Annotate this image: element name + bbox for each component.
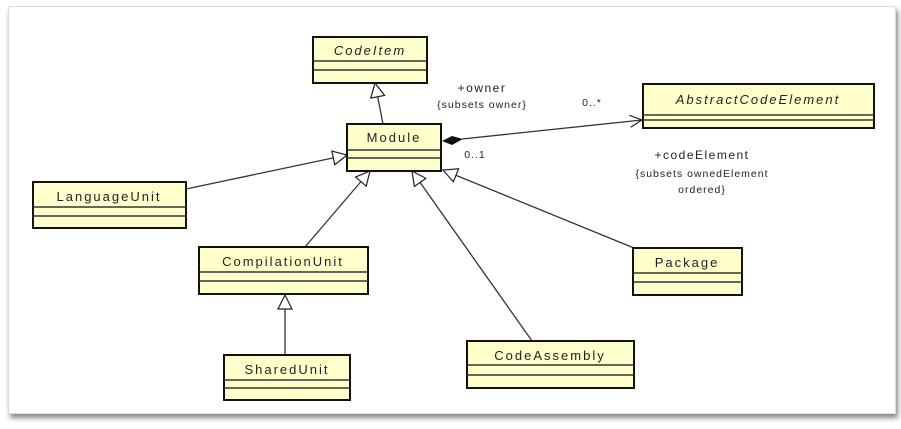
- class-package[interactable]: Package: [632, 247, 743, 296]
- class-name: Module: [367, 130, 422, 145]
- generalization-compilationunit-module: [304, 171, 370, 248]
- class-name: Package: [655, 255, 720, 270]
- class-code-item[interactable]: CodeItem: [312, 36, 428, 84]
- class-abstract-code-element[interactable]: AbstractCodeElement: [642, 83, 875, 129]
- class-compilation-unit[interactable]: CompilationUnit: [198, 246, 369, 295]
- element-constraint-line2: ordered}: [678, 184, 726, 196]
- composition-module-abstractcodeelement: [461, 120, 642, 140]
- class-language-unit[interactable]: LanguageUnit: [32, 181, 187, 229]
- class-code-assembly[interactable]: CodeAssembly: [466, 340, 635, 389]
- composition-diamond-icon: [442, 136, 463, 145]
- class-name: LanguageUnit: [57, 189, 162, 204]
- class-name: CodeAssembly: [494, 348, 605, 363]
- generalization-codeassembly-module: [412, 171, 533, 342]
- class-shared-unit[interactable]: SharedUnit: [223, 354, 351, 401]
- generalization-languageunit-module: [185, 155, 347, 190]
- element-role-label: +codeElement: [654, 148, 749, 162]
- class-name: SharedUnit: [244, 362, 329, 377]
- element-constraint-line1: {subsets ownedElement: [635, 168, 768, 180]
- owner-constraint-label: {subsets owner}: [437, 99, 527, 111]
- class-name: CodeItem: [334, 43, 406, 58]
- element-multiplicity-label: 0..*: [582, 97, 602, 109]
- class-name: CompilationUnit: [222, 254, 344, 269]
- class-name: AbstractCodeElement: [675, 92, 840, 107]
- generalization-package-module: [443, 170, 635, 249]
- owner-multiplicity-label: 0..1: [464, 149, 486, 161]
- generalization-module-codeitem: [375, 83, 383, 125]
- class-module[interactable]: Module: [346, 123, 442, 172]
- owner-role-label: +owner: [458, 81, 507, 95]
